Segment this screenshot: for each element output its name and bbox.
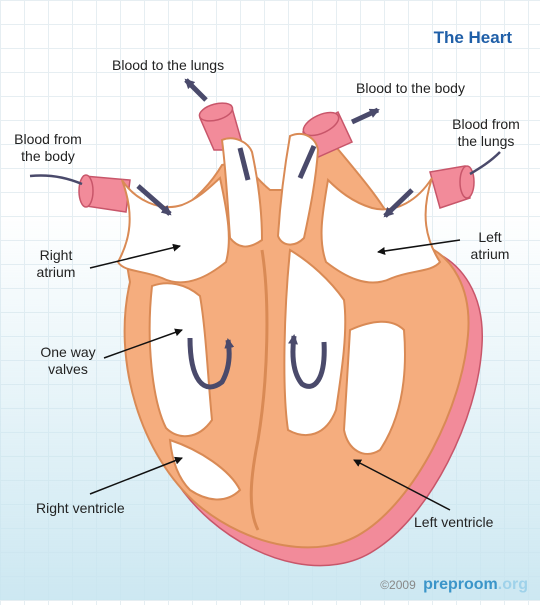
leader-right-atrium — [89, 243, 181, 269]
flow-arrow-aorta — [297, 144, 317, 180]
flow-arrow-to-lungs — [184, 78, 208, 102]
flow-arrow-into-right-atrium — [136, 184, 172, 216]
flow-arrow-right-valve-loop — [187, 337, 235, 390]
label-blood-to-body: Blood to the body — [356, 80, 465, 96]
copyright-text: ©2009 — [380, 578, 416, 592]
label-one-way-valves: One way valves — [30, 344, 106, 378]
footer-credit: ©2009 preproom.org — [380, 576, 528, 594]
label-left-ventricle: Left ventricle — [414, 514, 494, 530]
label-blood-from-body-line2: the body — [21, 148, 75, 164]
leader-lines — [89, 239, 461, 511]
label-blood-from-body: Blood from the body — [6, 131, 90, 165]
left-ventricle-lower — [342, 320, 406, 455]
left-atrium-chamber — [320, 177, 442, 284]
brand-part-1: prep — [423, 576, 458, 593]
flow-arrows — [136, 78, 414, 390]
pulmonary-trunk-channel — [220, 137, 264, 248]
diagram-title: The Heart — [433, 28, 512, 47]
pulmonary-artery-opening — [198, 102, 234, 122]
label-right-atrium-line2: atrium — [36, 264, 76, 280]
label-one-way-valves-line2: valves — [48, 361, 88, 377]
septum — [249, 249, 269, 531]
incoming-line-body — [29, 174, 83, 186]
label-left-atrium: Left atrium — [460, 229, 520, 263]
flow-arrow-to-body — [350, 107, 380, 125]
pulmonary-vein-opening — [459, 165, 475, 199]
aorta-opening — [302, 111, 340, 137]
chambers — [116, 132, 442, 501]
left-ventricle-chamber — [283, 248, 347, 437]
vena-cava-opening — [78, 174, 94, 208]
leader-left-atrium — [377, 239, 461, 255]
flow-arrow-left-valve-loop — [288, 334, 327, 389]
label-right-ventricle: Right ventricle — [36, 500, 125, 516]
label-blood-from-lungs-line1: Blood from — [452, 116, 520, 132]
flow-arrow-pulmonary-trunk — [237, 147, 251, 181]
right-ventricle-chamber — [148, 282, 214, 438]
label-left-atrium-line2: atrium — [470, 246, 510, 262]
label-one-way-valves-line1: One way — [40, 344, 96, 360]
label-left-atrium-line1: Left — [478, 229, 502, 245]
label-blood-to-lungs: Blood to the lungs — [112, 57, 225, 73]
leader-left-ventricle — [353, 459, 451, 511]
label-right-atrium-line1: Right — [39, 247, 73, 263]
brand-part-2: room — [457, 576, 498, 593]
leader-right-ventricle — [89, 456, 183, 495]
right-atrium-chamber — [116, 176, 230, 284]
label-right-atrium: Right atrium — [26, 247, 86, 281]
leader-valves — [103, 328, 183, 359]
label-blood-from-body-line1: Blood from — [14, 131, 82, 147]
right-ventricle-lower — [168, 438, 242, 501]
flow-arrow-into-left-atrium — [383, 188, 414, 218]
brand-logo: preproom.org — [423, 576, 528, 593]
incoming-line-lungs — [469, 151, 501, 176]
brand-part-3: .org — [497, 576, 528, 593]
label-blood-from-lungs: Blood from the lungs — [444, 116, 528, 150]
label-blood-from-lungs-line2: the lungs — [457, 133, 515, 149]
